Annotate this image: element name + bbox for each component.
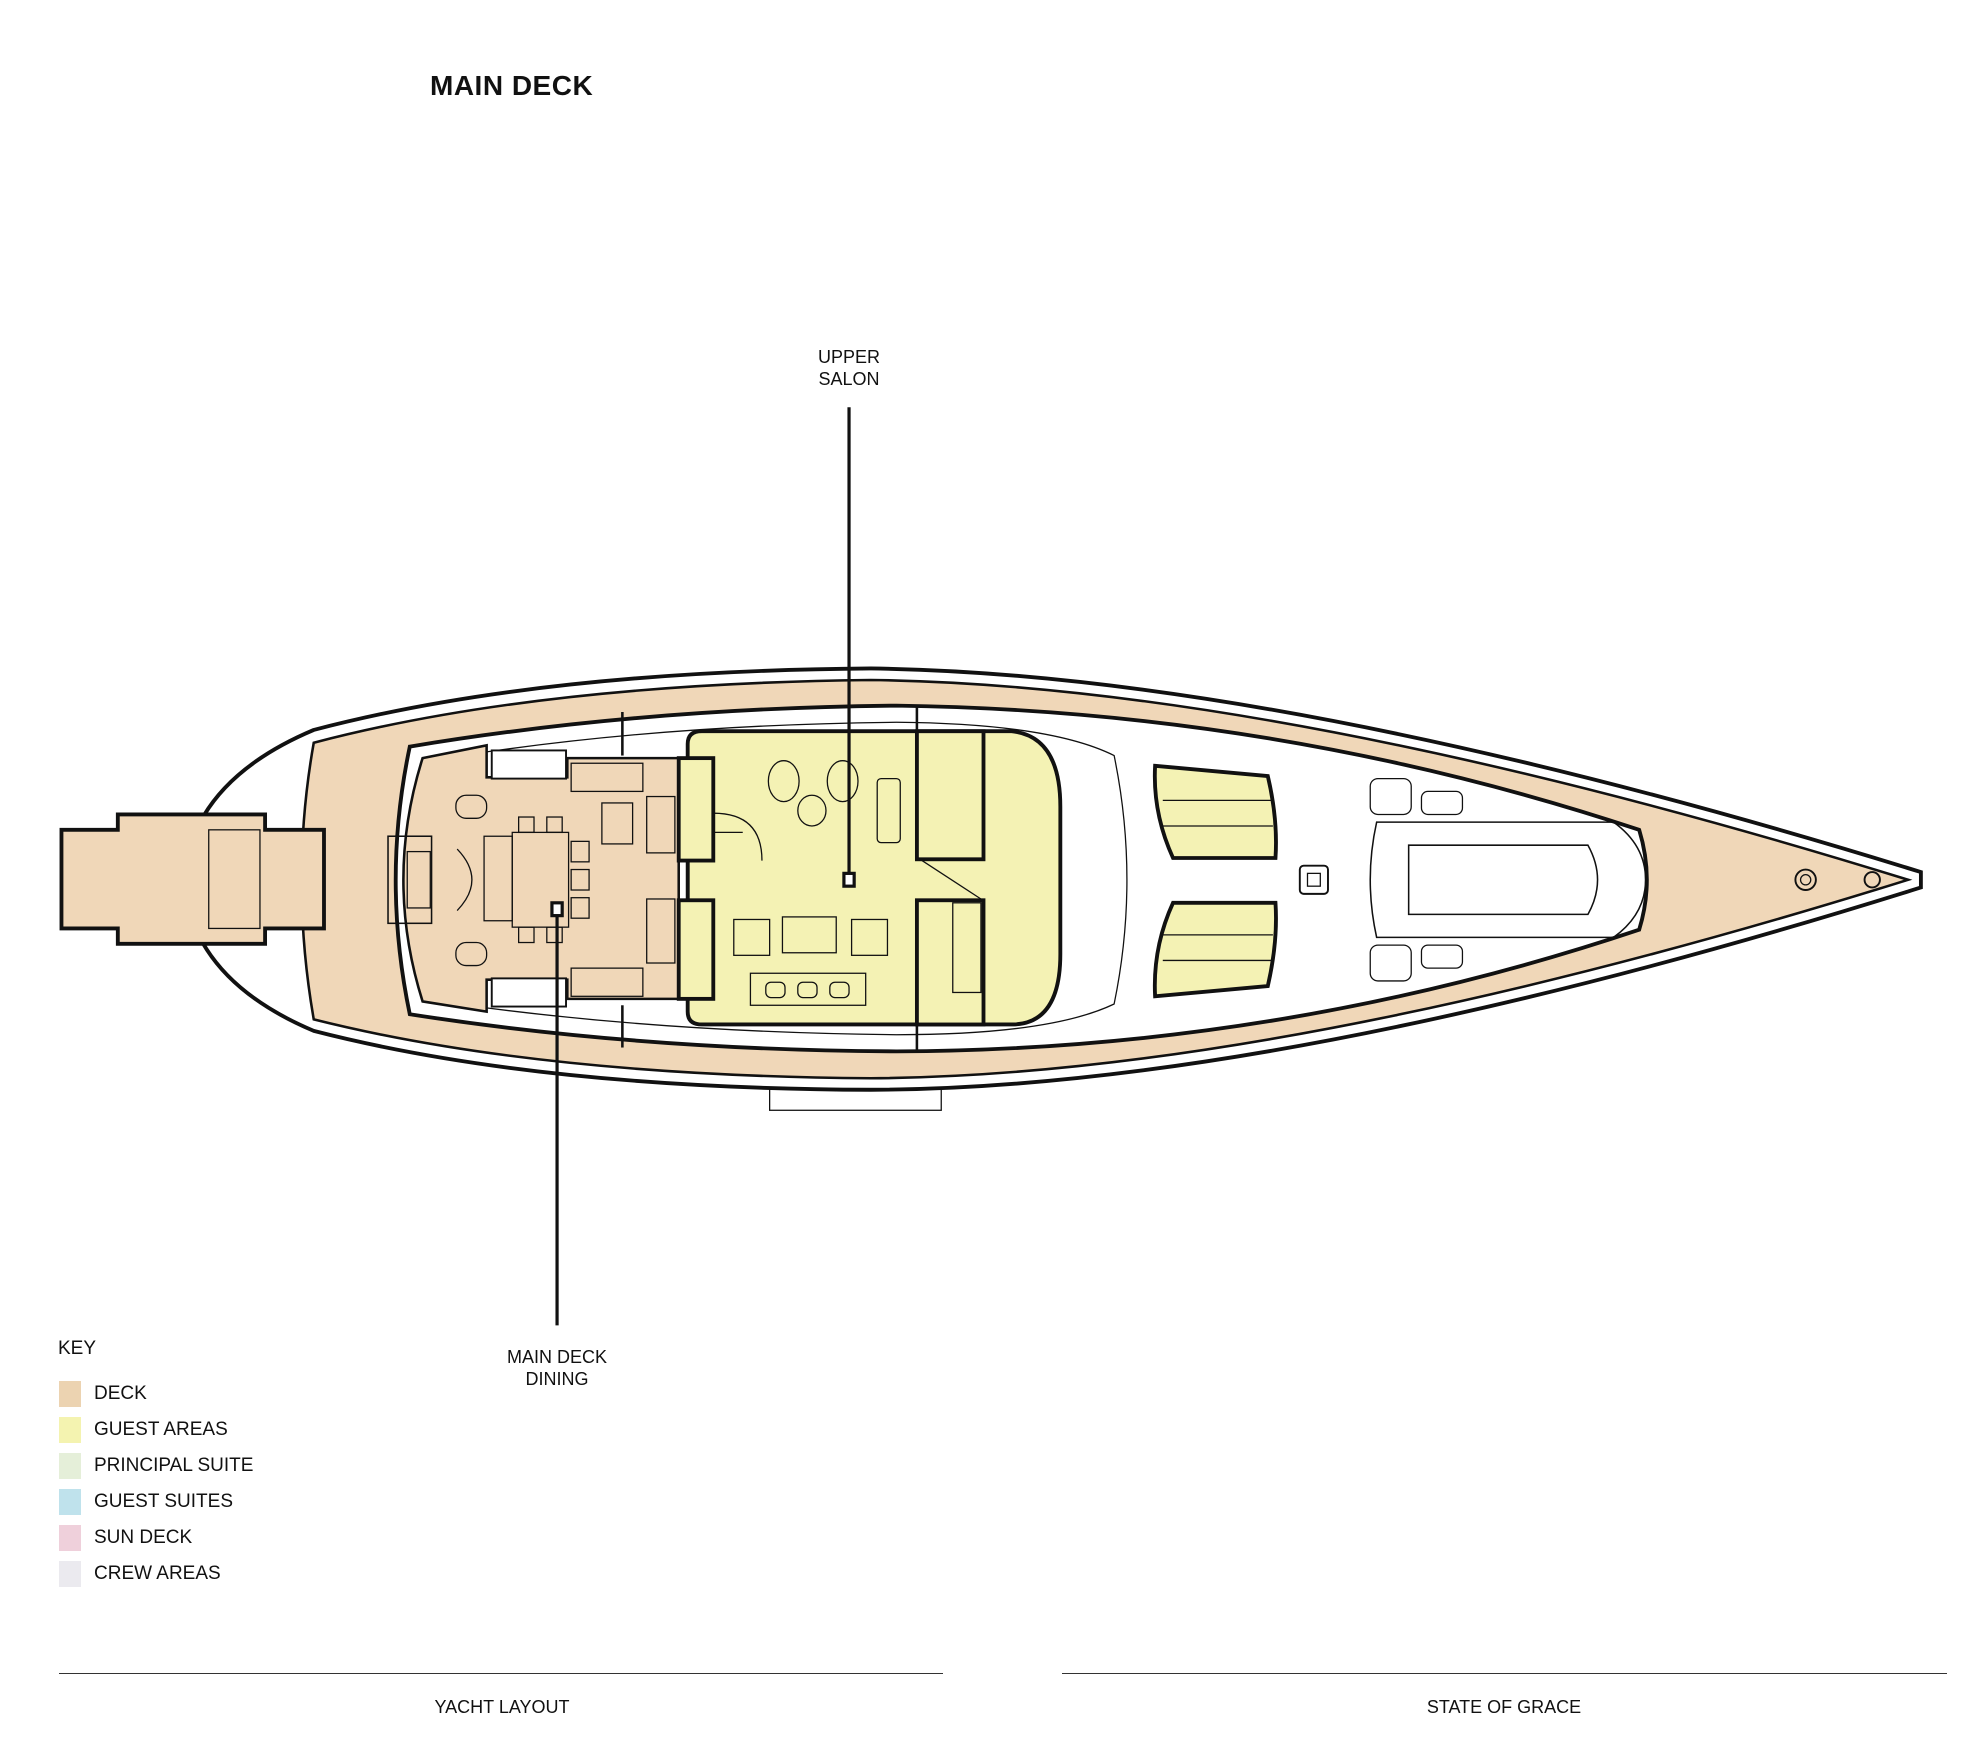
callout-line: DINING (525, 1369, 589, 1389)
upper-salon-area (685, 729, 1063, 1027)
swim-platform (59, 812, 326, 946)
footer-left-label: YACHT LAYOUT (434, 1697, 570, 1717)
key-swatch (59, 1381, 81, 1407)
callout-line: SALON (818, 369, 880, 389)
key-label: SUN DECK (94, 1527, 193, 1548)
callout-line: UPPER (817, 347, 881, 367)
footer-divider-left (59, 1673, 943, 1674)
aft-deck (402, 743, 680, 1014)
key-swatch (59, 1417, 81, 1443)
key-swatch (59, 1489, 81, 1515)
hatch (1152, 763, 1278, 860)
key-item: GUEST SUITES (59, 1488, 233, 1516)
footer-divider-right (1062, 1673, 1947, 1674)
dining-table (511, 831, 570, 928)
key-label: CREW AREAS (94, 1563, 221, 1584)
callout-upper-salon: UPPER SALON (818, 346, 880, 390)
key-label: GUEST SUITES (94, 1491, 234, 1512)
page-title: MAIN DECK (430, 70, 594, 101)
key-item: CREW AREAS (59, 1560, 221, 1588)
key-swatch (59, 1561, 81, 1587)
key-title: KEY (58, 1338, 97, 1359)
key-label: GUEST AREAS (94, 1419, 228, 1440)
key-item: PRINCIPAL SUITE (59, 1452, 253, 1480)
callout-main-deck-dining: MAIN DECK DINING (507, 1346, 607, 1390)
key-item: SUN DECK (59, 1524, 192, 1552)
key-swatch (59, 1525, 81, 1551)
key-label: DECK (94, 1383, 147, 1404)
key-label: PRINCIPAL SUITE (94, 1455, 254, 1476)
key-item: GUEST AREAS (59, 1416, 228, 1444)
tender (1369, 821, 1647, 939)
hatch (1152, 900, 1278, 999)
callout-line: MAIN DECK (506, 1347, 608, 1367)
key-swatch (59, 1453, 81, 1479)
footer-right-label: STATE OF GRACE (1426, 1697, 1582, 1717)
key-item: DECK (59, 1380, 147, 1408)
